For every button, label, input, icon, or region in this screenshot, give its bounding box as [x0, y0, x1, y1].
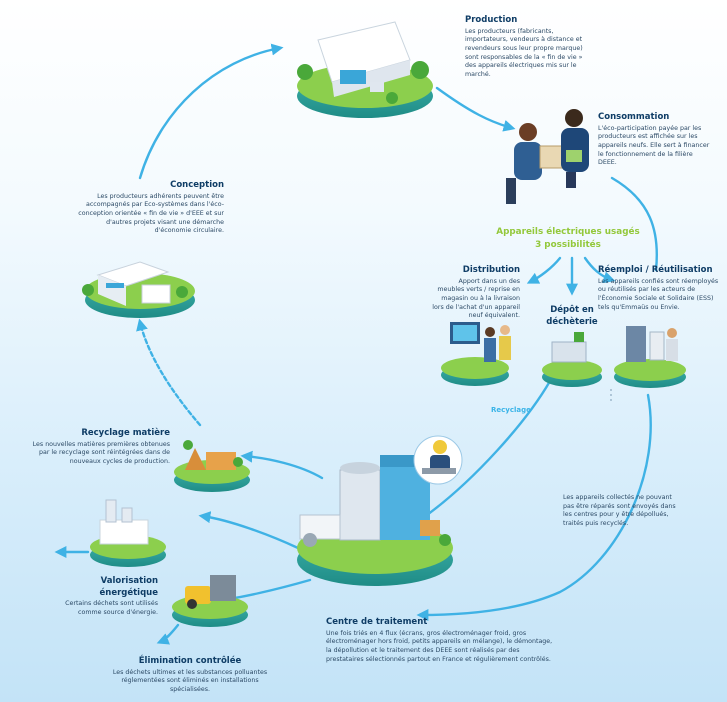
hub-title: Appareils électriques usagés 3 possibili…	[493, 226, 643, 252]
depot-title: Dépôt en déchèterie	[546, 305, 598, 327]
conception-text: Les producteurs adhérents peuvent être a…	[78, 192, 224, 235]
flow-arrows	[54, 43, 658, 645]
dotted-markers	[610, 389, 612, 401]
arrow-hub-to-distribution	[526, 256, 562, 284]
distribution-illustration	[441, 322, 511, 386]
distribution-text: Apport dans un des meubles verts / repri…	[432, 277, 520, 320]
reemploi-title: Réemploi / Réutilisation	[598, 265, 713, 275]
arrow-centre-to-valorisation	[198, 511, 300, 550]
valorisation-block: Valorisation énergétique Certains déchet…	[40, 576, 158, 618]
elimination-illustration	[172, 575, 248, 627]
hub-line2: 3 possibilités	[535, 240, 601, 251]
production-illustration	[297, 21, 433, 118]
conception-illustration	[82, 261, 195, 318]
arrow-production-to-consommation	[435, 86, 516, 132]
centre-illustration	[297, 435, 463, 586]
depot-illustration	[542, 332, 602, 387]
depot-block: Dépôt en déchèterie	[544, 305, 600, 329]
consommation-block: Consommation L'éco-participation payée p…	[598, 112, 710, 168]
conception-title: Conception	[170, 180, 224, 190]
reemploi-text: Les appareils confiés sont réemployés ou…	[598, 277, 719, 311]
valorisation-title: Valorisation énergétique	[99, 576, 159, 598]
elimination-text: Les déchets ultimes et les substances po…	[112, 668, 268, 694]
arrow-centre-to-recyclage	[240, 450, 324, 480]
consommation-text: L'éco-participation payée par les produc…	[598, 124, 710, 167]
recyclage-illustration	[174, 440, 250, 492]
reemploi-block: Réemploi / Réutilisation Les appareils c…	[598, 265, 726, 312]
conception-block: Conception Les producteurs adhérents peu…	[72, 180, 224, 236]
arrow-hub-to-reemploi	[583, 256, 616, 284]
valorisation-text: Certains déchets sont utilisés comme sou…	[65, 600, 158, 617]
arrow-consommation-to-hub	[610, 176, 658, 272]
hub-line1: Appareils électriques usagés	[496, 227, 640, 237]
recyclage-label: Recyclage	[491, 406, 531, 414]
collectes-text: Les appareils collectés ne pouvant pas ê…	[563, 494, 676, 528]
distribution-title: Distribution	[462, 265, 520, 275]
elimination-title: Élimination contrôlée	[138, 656, 242, 666]
elimination-block: Élimination contrôlée Les déchets ultime…	[110, 656, 270, 695]
distribution-block: Distribution Apport dans un des meubles …	[430, 265, 520, 321]
arrow-conception-to-production	[138, 43, 284, 180]
centre-block: Centre de traitement Une fois triés en 4…	[326, 617, 558, 664]
production-text: Les producteurs (fabricants, importateur…	[465, 27, 583, 79]
consommation-illustration	[506, 109, 589, 204]
recyclage-matiere-title: Recyclage matière	[81, 428, 170, 438]
recyclage-matiere-text: Les nouvelles matières premières obtenue…	[32, 440, 170, 466]
arrow-reemploi-to-centre	[416, 393, 652, 621]
consommation-title: Consommation	[598, 112, 670, 122]
reemploi-illustration	[614, 326, 686, 388]
centre-text: Une fois triés en 4 flux (écrans, gros é…	[326, 629, 553, 663]
production-title: Production	[465, 15, 518, 25]
centre-title: Centre de traitement	[326, 617, 428, 627]
recyclage-matiere-block: Recyclage matière Les nouvelles matières…	[30, 428, 170, 467]
collectes-block: Les appareils collectés ne pouvant pas ê…	[563, 494, 683, 529]
arrow-depot-to-centre	[417, 370, 557, 523]
arrow-recyclage-to-conception	[136, 318, 202, 427]
valorisation-illustration	[90, 499, 166, 567]
production-block: Production Les producteurs (fabricants, …	[465, 15, 585, 80]
arrow-elimination-out	[156, 623, 180, 645]
